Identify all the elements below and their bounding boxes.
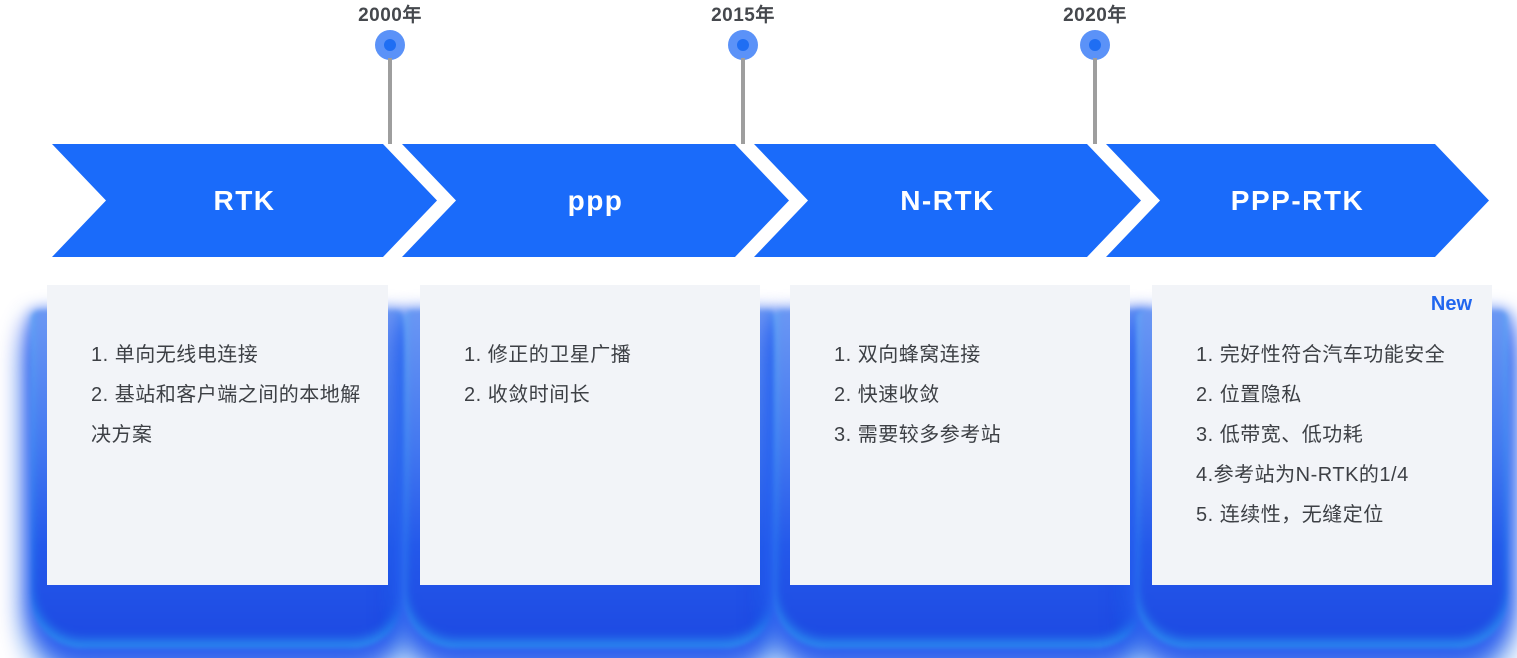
stage-arrow-ppp: ppp bbox=[402, 144, 789, 257]
card-point: 5. 连续性，无缝定位 bbox=[1196, 504, 1384, 526]
pin-stem-line bbox=[741, 58, 745, 144]
pin-stem-line bbox=[388, 58, 392, 144]
timeline-marker-2000: 2000年 bbox=[345, 0, 435, 150]
stage-card-n-rtk: 1. 双向蜂窝连接 2. 快速收敛 3. 需要较多参考站 bbox=[790, 285, 1130, 585]
year-label: 2015年 bbox=[711, 5, 775, 26]
card-point: 2. 快速收敛 bbox=[834, 384, 940, 406]
stage-arrow-label: RTK bbox=[213, 184, 276, 216]
stage-card-rtk: 1. 单向无线电连接 2. 基站和客户端之间的本地解决方案 bbox=[47, 285, 388, 585]
card-point: 3. 需要较多参考站 bbox=[834, 424, 1002, 446]
card-point: 1. 修正的卫星广播 bbox=[464, 344, 632, 366]
year-label: 2020年 bbox=[1063, 5, 1127, 26]
card-points: 1. 完好性符合汽车功能安全 2. 位置隐私 3. 低带宽、低功耗 4.参考站为N-R… bbox=[1196, 335, 1468, 535]
stage-card-ppp: 1. 修正的卫星广播 2. 收敛时间长 bbox=[420, 285, 760, 585]
card-point: 2. 基站和客户端之间的本地解决方案 bbox=[91, 384, 361, 446]
stage-arrow-label: ppp bbox=[567, 184, 624, 216]
pin-dot-icon bbox=[1089, 39, 1101, 51]
stage-arrow-label: PPP-RTK bbox=[1230, 184, 1365, 216]
pin-dot-icon bbox=[737, 39, 749, 51]
timeline-pin-icon bbox=[728, 30, 758, 60]
card-points: 1. 修正的卫星广播 2. 收敛时间长 bbox=[464, 335, 736, 415]
timeline-marker-2015: 2015年 bbox=[698, 0, 788, 150]
stage-arrow-rtk: RTK bbox=[52, 144, 437, 257]
timeline-marker-2020: 2020年 bbox=[1050, 0, 1140, 150]
timeline-pin-icon bbox=[375, 30, 405, 60]
card-point: 1. 单向无线电连接 bbox=[91, 344, 259, 366]
pin-stem-line bbox=[1093, 58, 1097, 144]
pin-dot-icon bbox=[384, 39, 396, 51]
stage-arrow-label: N-RTK bbox=[900, 184, 995, 216]
timeline-pin-icon bbox=[1080, 30, 1110, 60]
new-badge: New bbox=[1430, 293, 1472, 315]
stage-arrow-ppp-rtk: PPP-RTK bbox=[1106, 144, 1489, 257]
stage-arrow-n-rtk: N-RTK bbox=[754, 144, 1141, 257]
card-points: 1. 单向无线电连接 2. 基站和客户端之间的本地解决方案 bbox=[91, 335, 364, 455]
stage-card-ppp-rtk: New 1. 完好性符合汽车功能安全 2. 位置隐私 3. 低带宽、低功耗 4.参考站… bbox=[1152, 285, 1492, 585]
card-points: 1. 双向蜂窝连接 2. 快速收敛 3. 需要较多参考站 bbox=[834, 335, 1106, 455]
card-point: 1. 完好性符合汽车功能安全 bbox=[1196, 344, 1446, 366]
card-point: 3. 低带宽、低功耗 bbox=[1196, 424, 1364, 446]
card-point: 1. 双向蜂窝连接 bbox=[834, 344, 981, 366]
card-point: 2. 收敛时间长 bbox=[464, 384, 591, 406]
year-label: 2000年 bbox=[358, 5, 422, 26]
card-point: 2. 位置隐私 bbox=[1196, 384, 1302, 406]
card-point: 4.参考站为N-RTK的1/4 bbox=[1196, 464, 1409, 486]
